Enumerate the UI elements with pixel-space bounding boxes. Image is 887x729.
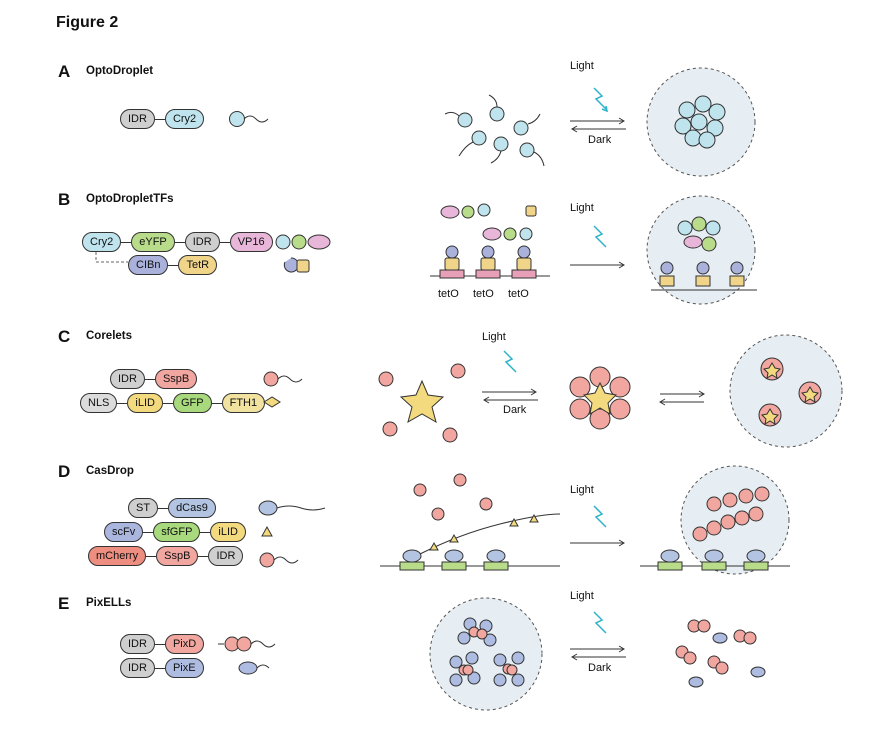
assembled-corelet [569,366,631,430]
light-arrow-icon [593,87,609,113]
panel-name: OptoDroplet [86,65,154,77]
domain-ilid: iLID [127,393,163,413]
light-label: Light [570,590,594,602]
panel-letter: C [58,327,71,346]
reversible-arrows [482,388,538,404]
droplet [646,67,756,177]
panel-e: E PixELLs IDR PixD IDR PixE Light Dark [0,590,887,724]
domain-fth1: FTH1 [221,393,266,413]
panel-name: OptoDropletTFs [86,193,174,205]
domain-pixd: PixD [164,634,205,654]
light-label: Light [570,202,594,214]
dark-label: Dark [588,134,612,146]
domain-scfv: scFv [104,522,144,542]
protein-icon [229,111,269,127]
site-label: tetO [438,288,459,300]
domain-ilid: iLID [210,522,246,542]
domain-dcas9: dCas9 [168,498,216,518]
construct-row: Cry2 eYFP IDR VP16 [82,232,273,252]
promoter-array [430,203,550,279]
light-arrow-icon [593,505,607,528]
light-label: Light [482,331,506,343]
domain-vp16: VP16 [229,232,273,252]
dark-label: Dark [503,404,527,416]
construct-row: mCherry SspB IDR [88,546,244,566]
construct-row: IDR PixD [120,634,205,654]
panel-c: C Corelets IDR SspB NLS iLID GFP FTH1 Li… [0,327,887,457]
light-arrow-icon [503,350,517,373]
domain-cry2: Cry2 [82,232,122,252]
figure-title: Figure 2 [56,14,119,31]
panel-b: B OptoDropletTFs Cry2 eYFP IDR VP16 CIBn… [0,190,887,310]
domain-eyfp: eYFP [131,232,175,252]
construct-row: CIBn TetR [128,255,218,275]
site-label: tetO [508,288,529,300]
dna-assembly [380,473,561,571]
domain-idr: IDR [120,658,155,678]
forward-arrow [570,539,625,547]
site-label: tetO [473,288,494,300]
domain-nls: NLS [80,393,118,413]
droplet [640,465,790,575]
domain-sspb: SspB [154,369,198,389]
domain-idr: IDR [120,109,155,129]
domain-idr: IDR [110,369,145,389]
panel-name: PixELLs [86,597,132,609]
panel-d: D CasDrop ST dCas9 scFv sfGFP iLID mCher… [0,462,887,587]
domain-gfp: GFP [172,393,212,413]
droplet [429,597,543,711]
domain-sfgfp: sfGFP [153,522,201,542]
domain-idr: IDR [184,232,220,252]
protein-icons [263,371,303,408]
domain-mcherry: mCherry [88,546,147,566]
dispersed-corelets [378,363,466,443]
dispersed-proteins [444,94,545,167]
domain-st: ST [128,498,159,518]
domain-pixe: PixE [164,658,204,678]
domain-idr: IDR [208,546,244,566]
droplet [729,334,843,448]
domain-idr: IDR [120,634,155,654]
construct-row: IDR Cry2 [120,109,205,129]
panel-letter: A [58,62,71,81]
forward-arrow [570,261,625,269]
domain-sspb: SspB [156,546,199,566]
protein-icons [258,500,326,568]
light-label: Light [570,484,594,496]
light-arrow-icon [593,225,607,248]
reversible-arrows [570,645,626,661]
construct-row: NLS iLID GFP FTH1 [80,393,266,413]
construct-row: IDR PixE [120,658,204,678]
dispersed-proteins [675,619,766,688]
panel-letter: B [58,190,71,209]
reversible-arrows [659,390,705,406]
construct-row: ST dCas9 [128,498,216,518]
panel-a: A OptoDroplet IDR Cry2 Light Dark [0,60,887,182]
domain-cry2: Cry2 [164,109,205,129]
construct-row: scFv sfGFP iLID [104,522,246,542]
reversible-arrows [570,117,626,133]
droplet [646,195,757,305]
domain-cibn: CIBn [128,255,169,275]
panel-name: Corelets [86,330,133,342]
dimerization-link [95,252,128,263]
light-arrow-icon [593,611,607,634]
construct-row: IDR SspB [110,369,198,389]
protein-icons [275,234,331,273]
panel-letter: E [58,594,70,613]
panel-name: CasDrop [86,465,134,477]
protein-icons [218,636,276,675]
light-label: Light [570,60,594,72]
panel-letter: D [58,462,71,481]
dark-label: Dark [588,662,612,674]
domain-tetr: TetR [178,255,218,275]
